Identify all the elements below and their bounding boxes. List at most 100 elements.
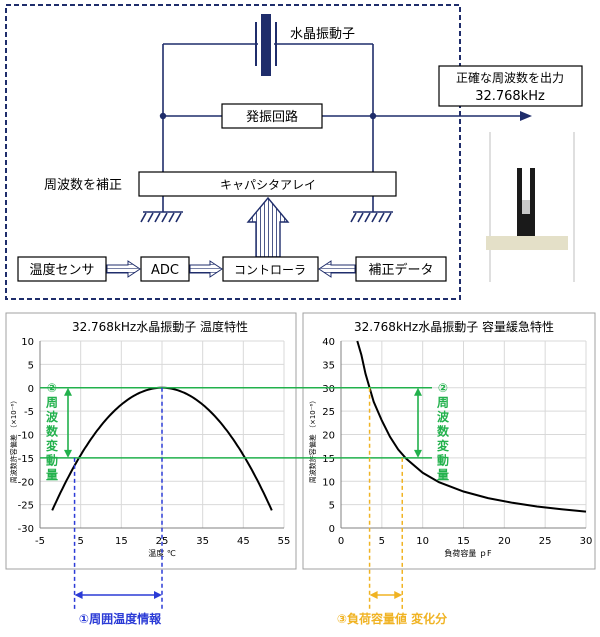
vlabel-left-char: 動 bbox=[46, 453, 58, 468]
vlabel-right-char: 動 bbox=[437, 453, 449, 468]
chart2-ytick-label: 15 bbox=[322, 454, 335, 465]
controller-box bbox=[222, 256, 319, 282]
chart1-xtick-label: 25 bbox=[156, 536, 169, 547]
chart2-ytick-label: 20 bbox=[322, 431, 335, 442]
ground-symbol-right bbox=[350, 211, 393, 223]
chart1-ytick-label: -5 bbox=[24, 407, 34, 418]
ground-symbol-left bbox=[140, 211, 183, 223]
chart1-xtick-label: -5 bbox=[35, 536, 45, 547]
chart1-ytick-label: -20 bbox=[18, 477, 34, 488]
chart1-ytick-label: 0 bbox=[28, 384, 34, 395]
chart1-ytick-label: -10 bbox=[18, 431, 34, 442]
chart-panel-temperature bbox=[5, 312, 297, 570]
crystal-label: 水晶振動子 bbox=[290, 27, 355, 42]
output-box bbox=[438, 65, 583, 107]
ic-boundary bbox=[5, 4, 461, 300]
controller-label: コントローラ bbox=[234, 263, 306, 277]
chart1-ytick-label: -25 bbox=[18, 501, 34, 512]
capacitor-array-label: キャパシタアレイ bbox=[220, 178, 316, 192]
adc-label: ADC bbox=[151, 263, 179, 278]
chart2-ytick-label: 30 bbox=[322, 384, 335, 395]
annotation-overlay bbox=[40, 386, 432, 610]
blue-range-arrow-head bbox=[154, 591, 162, 599]
data-to-controller-arrow bbox=[318, 260, 356, 278]
circuit-wires bbox=[162, 43, 520, 212]
chart2-ytick-label: 5 bbox=[329, 501, 335, 512]
chart1-ylabel: 周波数許容偏差 （×10⁻⁶） bbox=[9, 397, 18, 484]
vlabel-left-char: 数 bbox=[46, 424, 59, 439]
chart2-ylabel: 周波数許容偏差 （×10⁻⁶） bbox=[308, 397, 317, 484]
blue-range-arrow-head bbox=[74, 591, 83, 599]
chart2-xtick-label: 25 bbox=[539, 536, 552, 547]
output-line2: 32.768kHz bbox=[475, 89, 545, 104]
crystal-symbol bbox=[255, 14, 277, 76]
chart1-xtick-label: 5 bbox=[77, 536, 83, 547]
green-double-arrow-left-head bbox=[64, 449, 72, 458]
chart2-plot: 40 35 30 25 20 15 10 5 00 5 10 15 20 25 30 bbox=[322, 337, 592, 547]
chart2-xlabel: 負荷容量 ｐF bbox=[444, 548, 492, 558]
chart2-xtick-label: 20 bbox=[498, 536, 511, 547]
correction-data-box bbox=[355, 256, 447, 282]
correct-label: 周波数を補正 bbox=[44, 178, 122, 193]
chart1-ytick-label: -30 bbox=[18, 524, 34, 535]
green-double-arrow-right-head bbox=[414, 449, 422, 458]
chart1-xtick-label: 35 bbox=[196, 536, 209, 547]
vlabel-left-char: 変 bbox=[46, 438, 59, 453]
chart2-series-line bbox=[356, 340, 587, 513]
junction-dot-left bbox=[159, 112, 167, 120]
tuning-fork-image bbox=[486, 132, 575, 282]
vlabel-left-char: ② bbox=[47, 381, 57, 395]
chart2-xtick-label: 15 bbox=[457, 536, 470, 547]
adc-to-controller-arrow bbox=[189, 260, 223, 278]
adc-box bbox=[140, 256, 190, 282]
vlabel-left-char: 波 bbox=[46, 409, 59, 424]
capacitor-array-box bbox=[138, 171, 397, 197]
temp-sensor-box bbox=[17, 256, 107, 282]
vlabel-right-char: ② bbox=[438, 381, 448, 395]
chart2-ytick-label: 40 bbox=[322, 337, 335, 348]
output-line1: 正確な周波数を出力 bbox=[456, 70, 564, 85]
ambient-temp-info-label: ①周囲温度情報 bbox=[79, 611, 162, 626]
orange-range-arrow-head bbox=[369, 591, 378, 599]
chart2-ytick-label: 10 bbox=[322, 477, 335, 488]
green-double-arrow-right-head bbox=[414, 387, 422, 396]
vlabel-right-char: 波 bbox=[437, 409, 450, 424]
control-up-arrow bbox=[246, 196, 290, 258]
chart2-ytick-label: 35 bbox=[322, 360, 335, 371]
chart2-xtick-label: 0 bbox=[338, 536, 344, 547]
junction-dot-right bbox=[369, 112, 377, 120]
chart1-ytick-label: 5 bbox=[28, 360, 34, 371]
chart2-ytick-label: 0 bbox=[329, 524, 335, 535]
oscillator-label: 発振回路 bbox=[246, 109, 298, 125]
vlabel-right-char: 量 bbox=[437, 468, 449, 482]
chart2-xtick-label: 10 bbox=[416, 536, 429, 547]
chart1-xtick-label: 45 bbox=[237, 536, 250, 547]
correction-data-label: 補正データ bbox=[368, 262, 433, 278]
vlabel-left-char: 量 bbox=[46, 468, 58, 482]
chart2-xtick-label: 5 bbox=[379, 536, 385, 547]
chart1-ytick-label: -15 bbox=[18, 454, 34, 465]
oscillator-box bbox=[221, 103, 323, 129]
vlabel-right-char: 変 bbox=[437, 438, 450, 453]
vlabel-right-char: 周 bbox=[437, 396, 449, 410]
chart1-xlabel: 温度 ℃ bbox=[148, 548, 176, 558]
chart1-xtick-label: 55 bbox=[278, 536, 291, 547]
orange-range-arrow-head bbox=[394, 591, 403, 599]
green-double-arrow-left-head bbox=[64, 387, 72, 396]
vlabel-right-char: 数 bbox=[437, 424, 450, 439]
chart1-title: 32.768kHz水晶振動子 温度特性 bbox=[72, 319, 248, 334]
sensor-to-adc-arrow bbox=[106, 260, 141, 278]
chart2-title: 32.768kHz水晶振動子 容量緩急特性 bbox=[354, 319, 554, 334]
chart2-ytick-label: 25 bbox=[322, 407, 335, 418]
chart2-xtick-label: 30 bbox=[580, 536, 593, 547]
temp-sensor-label: 温度センサ bbox=[29, 262, 94, 278]
chart1-ytick-label: 10 bbox=[21, 337, 34, 348]
load-cap-change-label: ③負荷容量値 変化分 bbox=[337, 611, 447, 626]
chart-panel-capacitance bbox=[302, 312, 596, 570]
chart1-xtick-label: 15 bbox=[115, 536, 128, 547]
output-arrowhead bbox=[520, 111, 532, 121]
